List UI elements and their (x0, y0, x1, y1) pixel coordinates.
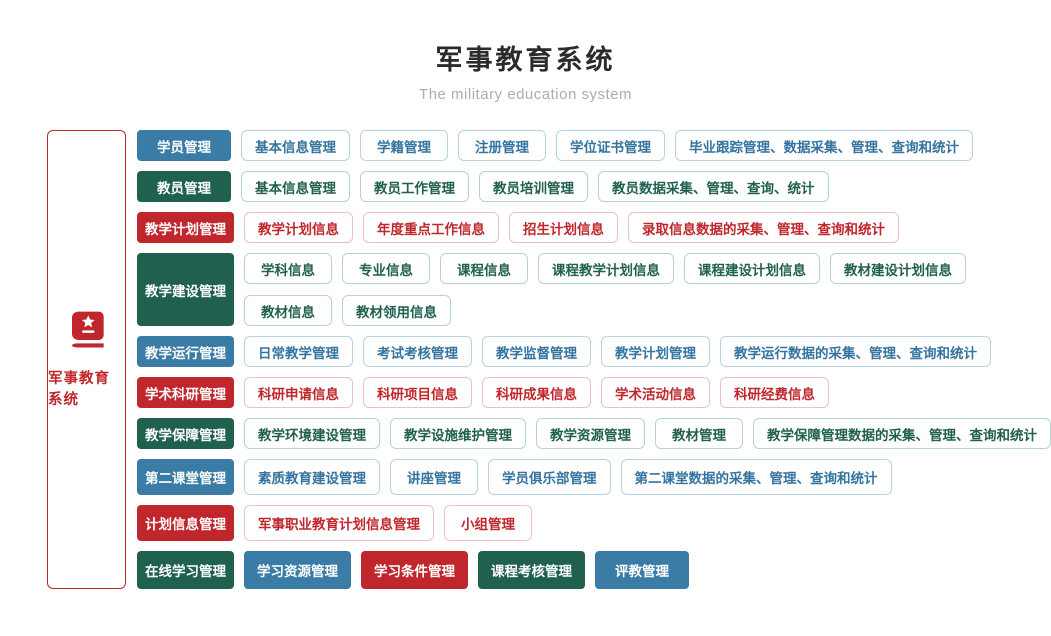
category-button-8[interactable]: 第二课堂管理 (137, 459, 234, 495)
sub-item-button[interactable]: 年度重点工作信息 (363, 212, 499, 243)
root-node-label: 军事教育系统 (48, 371, 110, 408)
row-8: 第二课堂管理素质教育建设管理讲座管理学员俱乐部管理第二课堂数据的采集、管理、查询… (137, 459, 1051, 495)
sub-item-button[interactable]: 科研项目信息 (363, 377, 472, 408)
sub-item-button[interactable]: 科研经费信息 (720, 377, 829, 408)
row-line: 教学计划信息年度重点工作信息招生计划信息录取信息数据的采集、管理、查询和统计 (244, 212, 899, 243)
sub-item-button[interactable]: 小组管理 (444, 505, 532, 541)
sub-item-button[interactable]: 教员工作管理 (360, 171, 469, 202)
sub-item-button[interactable]: 教学计划信息 (244, 212, 353, 243)
category-button-4[interactable]: 教学建设管理 (137, 253, 234, 326)
sub-item-button[interactable]: 课程考核管理 (478, 551, 585, 589)
sub-item-button[interactable]: 日常教学管理 (244, 336, 353, 367)
sub-item-button[interactable]: 教材领用信息 (342, 295, 451, 326)
category-button-2[interactable]: 教员管理 (137, 171, 231, 202)
row-line: 教学环境建设管理教学设施维护管理教学资源管理教材管理教学保障管理数据的采集、管理… (244, 418, 1051, 449)
diagram: 军事教育系统 学员管理基本信息管理学籍管理注册管理学位证书管理毕业跟踪管理、数据… (47, 130, 1051, 589)
sub-item-button[interactable]: 学习条件管理 (361, 551, 468, 589)
category-button-1[interactable]: 学员管理 (137, 130, 231, 161)
sub-item-button[interactable]: 招生计划信息 (509, 212, 618, 243)
category-button-5[interactable]: 教学运行管理 (137, 336, 234, 367)
row-items: 科研申请信息科研项目信息科研成果信息学术活动信息科研经费信息 (244, 377, 829, 408)
row-3: 教学计划管理教学计划信息年度重点工作信息招生计划信息录取信息数据的采集、管理、查… (137, 212, 1051, 243)
category-button-3[interactable]: 教学计划管理 (137, 212, 234, 243)
row-4: 教学建设管理学科信息专业信息课程信息课程教学计划信息课程建设计划信息教材建设计划… (137, 253, 1051, 326)
sub-item-button[interactable]: 军事职业教育计划信息管理 (244, 505, 434, 541)
sub-item-button[interactable]: 专业信息 (342, 253, 430, 284)
sub-item-button[interactable]: 科研成果信息 (482, 377, 591, 408)
row-items: 学科信息专业信息课程信息课程教学计划信息课程建设计划信息教材建设计划信息教材信息… (244, 253, 966, 326)
row-items: 教学计划信息年度重点工作信息招生计划信息录取信息数据的采集、管理、查询和统计 (244, 212, 899, 243)
sub-item-button[interactable]: 教员培训管理 (479, 171, 588, 202)
sub-item-button[interactable]: 学员俱乐部管理 (488, 459, 611, 495)
sub-item-button[interactable]: 教材管理 (655, 418, 743, 449)
row-line: 日常教学管理考试考核管理教学监督管理教学计划管理教学运行数据的采集、管理、查询和… (244, 336, 991, 367)
sub-item-button[interactable]: 教员数据采集、管理、查询、统计 (598, 171, 829, 202)
row-line: 基本信息管理教员工作管理教员培训管理教员数据采集、管理、查询、统计 (241, 171, 829, 202)
sub-item-button[interactable]: 学籍管理 (360, 130, 448, 161)
sub-item-button[interactable]: 教学监督管理 (482, 336, 591, 367)
sub-item-button[interactable]: 学位证书管理 (556, 130, 665, 161)
sub-item-button[interactable]: 第二课堂数据的采集、管理、查询和统计 (620, 459, 892, 495)
sub-item-button[interactable]: 基本信息管理 (241, 171, 350, 202)
row-7: 教学保障管理教学环境建设管理教学设施维护管理教学资源管理教材管理教学保障管理数据… (137, 418, 1051, 449)
row-10: 在线学习管理学习资源管理学习条件管理课程考核管理评教管理 (137, 551, 1051, 589)
row-line: 素质教育建设管理讲座管理学员俱乐部管理第二课堂数据的采集、管理、查询和统计 (244, 459, 892, 495)
row-6: 学术科研管理科研申请信息科研项目信息科研成果信息学术活动信息科研经费信息 (137, 377, 1051, 408)
row-items: 日常教学管理考试考核管理教学监督管理教学计划管理教学运行数据的采集、管理、查询和… (244, 336, 991, 367)
sub-item-button[interactable]: 毕业跟踪管理、数据采集、管理、查询和统计 (675, 130, 973, 161)
row-items: 教学环境建设管理教学设施维护管理教学资源管理教材管理教学保障管理数据的采集、管理… (244, 418, 1051, 449)
row-line: 学习资源管理学习条件管理课程考核管理评教管理 (244, 551, 689, 589)
sub-item-button[interactable]: 教学环境建设管理 (244, 418, 380, 449)
row-items: 学习资源管理学习条件管理课程考核管理评教管理 (244, 551, 689, 589)
sub-item-button[interactable]: 注册管理 (458, 130, 546, 161)
row-items: 素质教育建设管理讲座管理学员俱乐部管理第二课堂数据的采集、管理、查询和统计 (244, 459, 892, 495)
sub-item-button[interactable]: 教学计划管理 (601, 336, 710, 367)
row-items: 军事职业教育计划信息管理小组管理 (244, 505, 532, 541)
row-line: 学科信息专业信息课程信息课程教学计划信息课程建设计划信息教材建设计划信息 (244, 253, 966, 284)
page-header: 军事教育系统 The military education system (0, 0, 1051, 103)
sub-item-button[interactable]: 基本信息管理 (241, 130, 350, 161)
row-line: 教材信息教材领用信息 (244, 295, 966, 326)
category-button-7[interactable]: 教学保障管理 (137, 418, 234, 449)
category-button-6[interactable]: 学术科研管理 (137, 377, 234, 408)
sub-item-button[interactable]: 学科信息 (244, 253, 332, 284)
root-node[interactable]: 军事教育系统 (47, 130, 126, 589)
category-button-10[interactable]: 在线学习管理 (137, 551, 234, 589)
sub-item-button[interactable]: 课程信息 (440, 253, 528, 284)
row-9: 计划信息管理军事职业教育计划信息管理小组管理 (137, 505, 1051, 541)
sub-item-button[interactable]: 教学运行数据的采集、管理、查询和统计 (720, 336, 991, 367)
sub-item-button[interactable]: 录取信息数据的采集、管理、查询和统计 (628, 212, 899, 243)
sub-item-button[interactable]: 教学保障管理数据的采集、管理、查询和统计 (753, 418, 1051, 449)
row-line: 科研申请信息科研项目信息科研成果信息学术活动信息科研经费信息 (244, 377, 829, 408)
row-items: 基本信息管理学籍管理注册管理学位证书管理毕业跟踪管理、数据采集、管理、查询和统计 (241, 130, 973, 161)
category-button-9[interactable]: 计划信息管理 (137, 505, 234, 541)
row-line: 基本信息管理学籍管理注册管理学位证书管理毕业跟踪管理、数据采集、管理、查询和统计 (241, 130, 973, 161)
row-items: 基本信息管理教员工作管理教员培训管理教员数据采集、管理、查询、统计 (241, 171, 829, 202)
row-5: 教学运行管理日常教学管理考试考核管理教学监督管理教学计划管理教学运行数据的采集、… (137, 336, 1051, 367)
sub-item-button[interactable]: 课程建设计划信息 (684, 253, 820, 284)
sub-item-button[interactable]: 教材信息 (244, 295, 332, 326)
rows-container: 学员管理基本信息管理学籍管理注册管理学位证书管理毕业跟踪管理、数据采集、管理、查… (137, 130, 1051, 589)
sub-item-button[interactable]: 评教管理 (595, 551, 689, 589)
sub-item-button[interactable]: 素质教育建设管理 (244, 459, 380, 495)
page-subtitle: The military education system (419, 86, 632, 103)
sub-item-button[interactable]: 教学资源管理 (536, 418, 645, 449)
sub-item-button[interactable]: 科研申请信息 (244, 377, 353, 408)
row-line: 军事职业教育计划信息管理小组管理 (244, 505, 532, 541)
sub-item-button[interactable]: 教学设施维护管理 (390, 418, 526, 449)
sub-item-button[interactable]: 教材建设计划信息 (830, 253, 966, 284)
sub-item-button[interactable]: 考试考核管理 (363, 336, 472, 367)
row-1: 学员管理基本信息管理学籍管理注册管理学位证书管理毕业跟踪管理、数据采集、管理、查… (137, 130, 1051, 161)
page-title: 军事教育系统 (435, 45, 616, 75)
book-star-icon (67, 310, 107, 355)
sub-item-button[interactable]: 讲座管理 (390, 459, 478, 495)
sub-item-button[interactable]: 学习资源管理 (244, 551, 351, 589)
sub-item-button[interactable]: 课程教学计划信息 (538, 253, 674, 284)
row-2: 教员管理基本信息管理教员工作管理教员培训管理教员数据采集、管理、查询、统计 (137, 171, 1051, 202)
sub-item-button[interactable]: 学术活动信息 (601, 377, 710, 408)
